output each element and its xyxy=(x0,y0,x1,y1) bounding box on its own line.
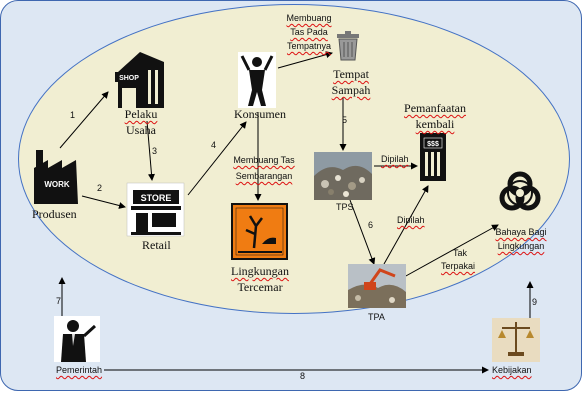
edge-label-membuang-tas-pada-tempatnya-line1: Membuang xyxy=(286,13,332,23)
edge-label-dipilah-tpa: Dipilah xyxy=(397,215,425,225)
store-icon: STORE xyxy=(126,182,185,237)
label-pelaku-usaha-line2: Usaha xyxy=(126,123,156,137)
label-lingkungan-tercemar-line2: Tercemar xyxy=(237,280,283,294)
edge-label-membuang-tas-pada-tempatnya-line2: Tas Pada xyxy=(290,27,328,37)
label-retail: Retail xyxy=(142,238,171,252)
label-bahaya-line2: Lingkungan xyxy=(497,241,545,251)
edge-label-membuang-sembarangan-line2: Sembarangan xyxy=(235,171,293,181)
step-number-7: 7 xyxy=(56,296,62,306)
label-tempat-sampah-line2: Sampah xyxy=(331,83,371,97)
label-lingkungan-tercemar-line1: Lingkungan xyxy=(231,264,289,278)
consumer-person-icon xyxy=(238,52,276,108)
factory-icon: WORK xyxy=(34,150,78,204)
edge-label-membuang-tas-pada-tempatnya-line3: Tempatnya xyxy=(286,41,332,51)
arrow-2-produsen-to-retail xyxy=(81,195,126,209)
work-sign: WORK xyxy=(44,180,70,189)
arrow-6-tps-to-tpa xyxy=(349,199,376,265)
arrow-1-produsen-to-pelaku xyxy=(59,91,109,149)
step-number-6: 6 xyxy=(368,220,374,230)
tpa-landfill-image xyxy=(348,264,406,308)
label-bahaya-line1: Bahaya Bagi xyxy=(495,227,547,237)
label-tempat-sampah-line1: Tempat xyxy=(333,67,369,81)
label-kebijakan: Kebijakan xyxy=(492,365,532,375)
money-sign: $$$ xyxy=(427,141,439,148)
edge-label-dipilah-tps: Dipilah xyxy=(381,154,409,164)
justice-scale-icon xyxy=(492,318,540,362)
shop-sign: SHOP xyxy=(119,75,139,82)
tps-garbage-pile-image xyxy=(314,152,372,200)
label-produsen: Produsen xyxy=(32,207,77,221)
step-number-2: 2 xyxy=(97,183,103,193)
step-number-3: 3 xyxy=(152,146,158,156)
label-pelaku-usaha-line1: Pelaku xyxy=(124,107,158,121)
bank-money-icon: $$$ xyxy=(420,133,446,181)
step-number-1: 1 xyxy=(70,110,76,120)
shop-building-icon: SHOP xyxy=(115,52,164,108)
store-sign: STORE xyxy=(141,193,172,203)
step-number-8: 8 xyxy=(300,371,306,381)
environment-oval xyxy=(18,4,570,314)
edge-label-tak-terpakai-line1: Tak xyxy=(452,248,467,258)
arrow-tpa-to-pemanfaatan xyxy=(383,185,429,265)
label-pemerintah: Pemerintah xyxy=(56,365,103,375)
trash-bin-icon xyxy=(337,31,359,61)
polluted-environment-icon xyxy=(231,203,288,260)
step-number-5: 5 xyxy=(342,115,348,125)
step-number-9: 9 xyxy=(532,297,538,307)
arrow-4-retail-to-konsumen xyxy=(187,121,247,196)
arrow-tpa-to-bahaya xyxy=(394,224,499,283)
label-pemanfaatan-line1: Pemanfaatan xyxy=(404,101,466,115)
label-tpa: TPA xyxy=(368,312,385,322)
government-official-icon xyxy=(54,316,100,362)
biohazard-icon xyxy=(499,171,541,211)
arrow-konsumen-to-tempat-sampah xyxy=(277,51,333,69)
step-number-4: 4 xyxy=(211,140,217,150)
label-konsumen: Konsumen xyxy=(234,107,286,121)
label-tps: TPS xyxy=(336,202,354,212)
arrow-3-pelaku-to-retail xyxy=(146,120,155,181)
edge-label-tak-terpakai-line2: Terpakai xyxy=(440,261,476,271)
edge-label-membuang-sembarangan-line1: Membuang Tas xyxy=(233,155,295,165)
label-pemanfaatan-line2: kembali xyxy=(415,117,455,131)
